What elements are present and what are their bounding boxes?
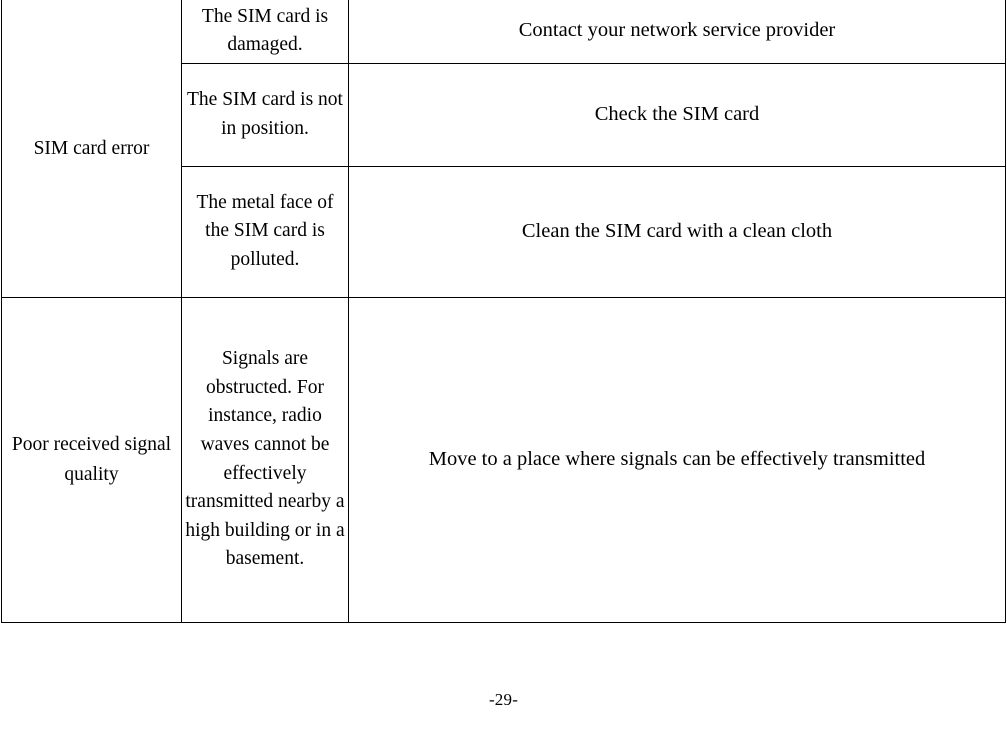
cell-reason-sim-damaged: The SIM card is damaged.	[181, 0, 349, 64]
cell-solution-clean-sim-card: Clean the SIM card with a clean cloth	[348, 166, 1006, 298]
cell-solution-check-sim-card: Check the SIM card	[348, 63, 1006, 167]
troubleshooting-table: SIM card error The SIM card is damaged. …	[1, 0, 1006, 623]
cell-reason-sim-not-in-position: The SIM card is not in position.	[181, 63, 349, 167]
table-row: The SIM card is not in position. Check t…	[2, 63, 1006, 167]
cell-reason-sim-metal-face-polluted: The metal face of the SIM card is pollut…	[181, 166, 349, 298]
table-row: The metal face of the SIM card is pollut…	[2, 166, 1006, 298]
cell-solution-contact-provider: Contact your network service provider	[348, 0, 1006, 64]
cell-solution-move-to-better-place: Move to a place where signals can be eff…	[348, 297, 1006, 623]
page-number: -29-	[488, 690, 519, 709]
cell-fault-category-sim-card-error: SIM card error	[1, 0, 182, 298]
table-row: Poor received signal quality Signals are…	[1, 297, 1006, 623]
cell-reason-signals-obstructed: Signals are obstructed. For instance, ra…	[181, 297, 349, 623]
cell-fault-category-poor-signal: Poor received signal quality	[1, 297, 182, 623]
table-row: SIM card error The SIM card is damaged. …	[1, 0, 1006, 298]
